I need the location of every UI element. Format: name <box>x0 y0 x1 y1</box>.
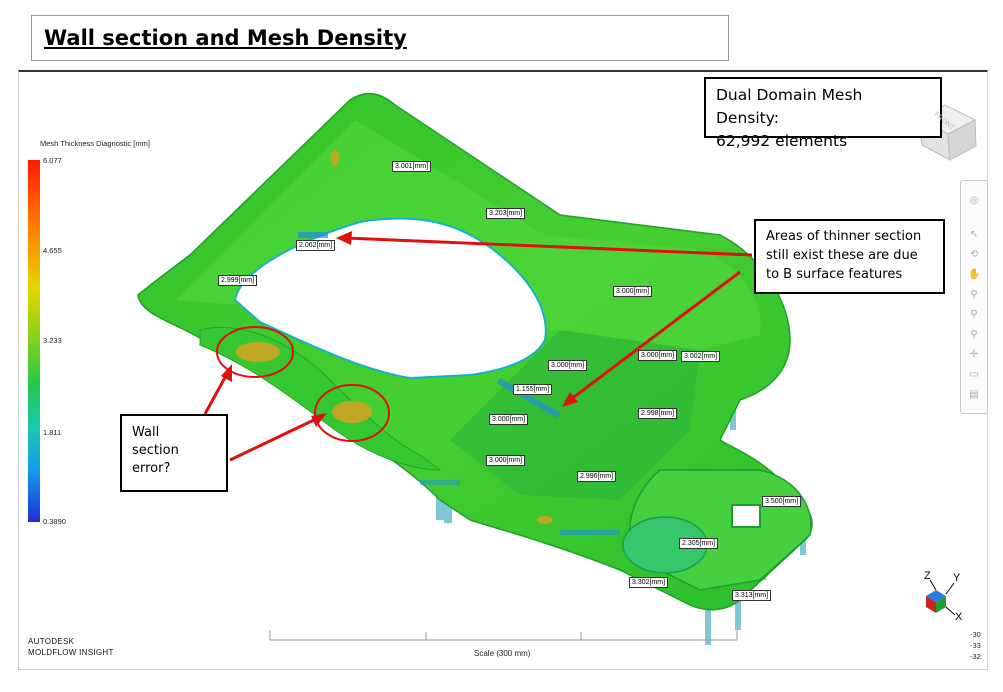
thin-section-line1: Areas of thinner section <box>766 229 922 244</box>
measurement-label: 3.000[mm] <box>638 350 678 361</box>
annotation-arrows <box>203 231 753 462</box>
rotate-icon[interactable]: ⟲ <box>969 249 979 260</box>
wall-error-line1: Wall <box>132 425 160 440</box>
measurement-label: 2.305[mm] <box>679 538 719 549</box>
legend-tick-2: 4.655 <box>43 246 62 255</box>
measurement-label: 3.000[mm] <box>548 360 588 371</box>
legend-tick-4: 1.811 <box>43 428 62 437</box>
thin-section-areas <box>298 232 620 535</box>
measurement-label: 1.155[mm] <box>513 384 553 395</box>
wall-error-circle-2 <box>314 384 390 442</box>
legend-title: Mesh Thickness Diagnostic [mm] <box>40 139 150 148</box>
measurement-label: 2.062[mm] <box>296 240 336 251</box>
wall-error-line3: error? <box>132 461 171 476</box>
measurement-label: 3.002[mm] <box>681 351 721 362</box>
thin-section-line2: still exist these are due <box>766 248 918 263</box>
wall-error-line2: section <box>132 443 179 458</box>
thick-wall-areas <box>236 150 553 524</box>
brand-line2: MOLDFLOW INSIGHT <box>28 648 114 657</box>
mesh-density-line1: Dual Domain Mesh Density: <box>716 86 863 127</box>
measure-icon[interactable]: ✛ <box>969 349 979 360</box>
corner-value: -32 <box>970 652 981 661</box>
axis-triad <box>926 579 956 616</box>
measurement-label: 3.000[mm] <box>486 455 526 466</box>
measurement-label: 3.313[mm] <box>732 590 772 601</box>
slide-title: Wall section and Mesh Density <box>44 26 407 50</box>
thin-section-line3: to B surface features <box>766 267 903 282</box>
legend-tick-3: 3.233 <box>43 336 62 345</box>
thin-section-callout: Areas of thinner section still exist the… <box>754 219 945 294</box>
pan-icon[interactable]: ✋ <box>968 269 981 280</box>
section-icon[interactable]: ▭ <box>969 369 979 380</box>
axis-y-label: Y <box>953 572 961 584</box>
legend-color-bar <box>28 160 40 522</box>
mesh-density-callout: Dual Domain Mesh Density: 62,992 element… <box>704 77 942 150</box>
corner-value: -30 <box>970 630 981 639</box>
navigation-toolbar: ◎ ↖ ⟲ ✋ ⚲ ⚲ ⚲ ✛ ▭ ▤ <box>960 180 988 414</box>
measurement-label: 3.302[mm] <box>629 577 669 588</box>
select-icon[interactable]: ↖ <box>969 229 979 240</box>
scale-bar <box>269 630 738 641</box>
axis-x-label: X <box>955 611 963 623</box>
mesh-density-line2: 62,992 elements <box>716 132 848 150</box>
wall-error-callout: Wall section error? <box>120 414 228 492</box>
measurement-label: 3.203[mm] <box>486 208 526 219</box>
measurement-label: 2.999[mm] <box>218 275 258 286</box>
measurement-label: 3.001[mm] <box>392 161 432 172</box>
zoom-window-icon[interactable]: ⚲ <box>970 309 978 320</box>
measurement-label: 3.000[mm] <box>489 414 529 425</box>
zoom-fit-icon[interactable]: ⚲ <box>970 329 978 340</box>
wall-error-circle-1 <box>216 326 294 378</box>
scale-label: Scale (300 mm) <box>474 649 531 658</box>
print-icon[interactable]: ▤ <box>969 389 979 400</box>
corner-value: -33 <box>970 641 981 650</box>
brand-line1: AUTODESK <box>28 637 75 646</box>
measurement-label: 2.998[mm] <box>638 408 678 419</box>
title-box: Wall section and Mesh Density <box>31 15 729 61</box>
window-opening <box>233 217 547 380</box>
legend-tick-min: 0.3890 <box>43 517 66 526</box>
zoom-icon[interactable]: ⚲ <box>970 289 978 300</box>
orbit-icon[interactable]: ◎ <box>969 195 979 206</box>
axis-z-label: Z <box>924 570 931 582</box>
measurement-label: 2.996[mm] <box>577 471 617 482</box>
legend-tick-max: 6.077 <box>43 156 62 165</box>
measurement-label: 3.500[mm] <box>762 496 802 507</box>
measurement-label: 3.000[mm] <box>613 286 653 297</box>
